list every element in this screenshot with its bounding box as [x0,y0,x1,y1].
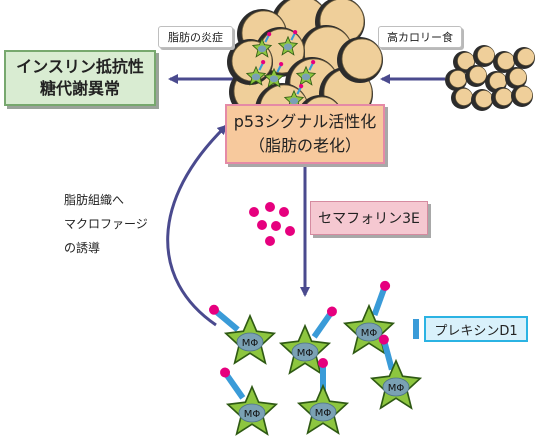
plexin-receptor [220,367,246,400]
arrow-macrophage-feedback [166,124,228,327]
semaphorin-molecules [249,202,295,246]
embedded-macrophage [246,60,266,86]
small-adipocyte [473,45,495,67]
macrophage: MΦ [208,304,276,364]
semaphorin-dot [265,236,275,246]
small-adipocyte [471,89,493,111]
macrophage-label: MΦ [242,338,259,349]
semaphorin-dot [279,207,289,217]
small-adipocyte [493,51,515,73]
semaphorin-dot [249,207,259,217]
macrophage-label: MΦ [388,383,405,394]
plexin-receptor [311,306,337,339]
macrophage-label: MΦ [297,348,314,359]
small-adipocyte-group [445,45,535,111]
arrows [166,74,445,327]
insulin-resistance-box: インスリン抵抗性 糖代謝異常 [4,50,156,106]
semaphorin-label: セマフォリン3E [310,201,428,235]
embedded-macrophage [264,62,284,88]
adipocyte [337,37,383,83]
embedded-macrophage [284,84,304,110]
high-calorie-diet-label: 高カロリー食 [378,26,462,48]
macrophage-group: MΦ MΦ MΦ MΦ MΦ MΦ [208,280,422,435]
small-adipocyte [511,85,533,107]
fat-inflammation-label: 脂肪の炎症 [158,26,233,48]
small-adipocyte [451,87,473,109]
small-adipocyte [491,87,513,109]
macrophage-label: MΦ [315,408,332,419]
macrophage-label: MΦ [244,409,261,420]
plexin-receptor [378,334,395,371]
macrophage: MΦ [220,367,278,435]
small-adipocyte [513,47,535,69]
macrophage: MΦ [370,334,422,409]
macrophage-induction-text: 脂肪組織へ マクロファージ の誘導 [64,193,148,255]
small-adipocyte [465,65,487,87]
semaphorin-dot [285,226,295,236]
plexin-receptor [208,304,240,333]
embedded-macrophage [296,60,316,86]
plexin-receptor [371,280,391,316]
embedded-macrophage [252,32,272,58]
plexin-receptor [318,358,328,394]
embedded-macrophage [278,30,298,56]
p53-activation-box: p53シグナル活性化 （脂肪の老化） [225,104,385,164]
plexin-receptor-mark [413,319,419,339]
macrophage: MΦ [279,306,337,374]
small-adipocyte [445,69,467,91]
macrophage: MΦ [343,280,395,354]
semaphorin-dot [271,221,281,231]
macrophage: MΦ [297,358,349,434]
plexin-label: プレキシンD1 [424,316,528,342]
macrophage-label: MΦ [361,328,378,339]
semaphorin-dot [265,202,275,212]
small-adipocyte [505,67,527,89]
semaphorin-dot [257,220,267,230]
